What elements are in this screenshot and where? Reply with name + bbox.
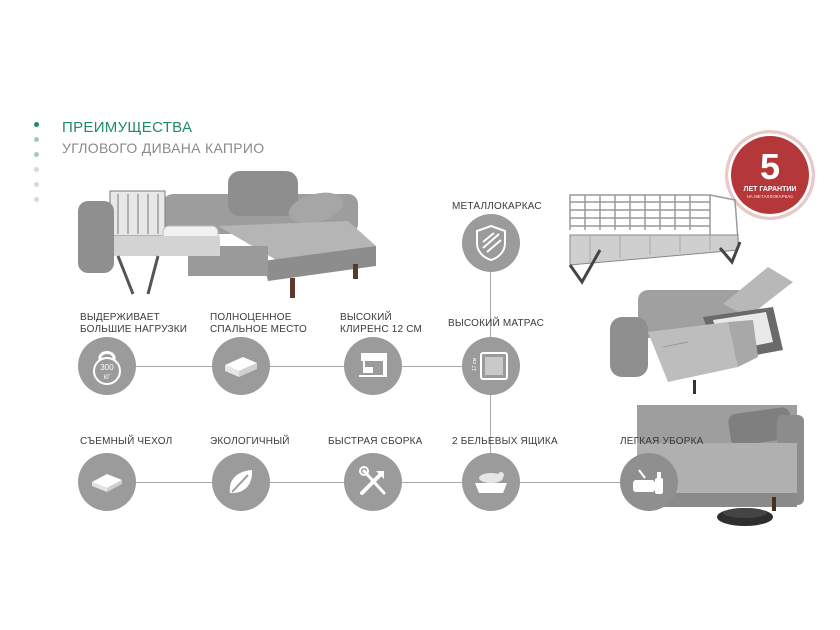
connector-line <box>136 366 216 367</box>
feature-label-line: ПОЛНОЦЕННОЕ <box>210 312 292 323</box>
connector-line <box>136 482 216 483</box>
warranty-badge: 5 ЛЕТ ГАРАНТИИ НА МЕТАЛЛОКАРКАС <box>725 130 815 220</box>
feature-label-line: ВЫСОКИЙ <box>340 312 392 323</box>
feature-eco <box>212 453 270 511</box>
connector-line <box>520 482 620 483</box>
connector-line <box>490 394 491 456</box>
warranty-label: ЛЕТ ГАРАНТИИ <box>743 186 797 193</box>
slide-dot[interactable] <box>34 122 39 127</box>
feature-cover <box>78 453 136 511</box>
connector-line <box>402 482 472 483</box>
mattress-icon: 17 см <box>472 352 508 380</box>
sofa-storage-image <box>610 267 793 394</box>
connector-line <box>270 366 344 367</box>
feature-mattress: 17 см <box>462 337 520 395</box>
feature-label-assembly: БЫСТРАЯ СБОРКА <box>328 436 423 447</box>
feature-label-cover: СЪЕМНЫЙ ЧЕХОЛ <box>80 436 173 447</box>
feature-load: 300 КГ <box>78 337 136 395</box>
slide-dot[interactable] <box>34 167 39 172</box>
page-subtitle: УГЛОВОГО ДИВАНА КАПРИО <box>62 140 265 156</box>
metal-frame-image <box>568 194 742 285</box>
cleaning-icon <box>633 469 663 494</box>
feature-label-metal-frame: МЕТАЛЛОКАРКАС <box>452 201 542 212</box>
feature-label-cleaning: ЛЕГКАЯ УБОРКА <box>620 436 704 447</box>
fabric-icon <box>92 474 122 492</box>
connector-line <box>490 265 491 337</box>
feature-label-load: ВЫДЕРЖИВАЕТ БОЛЬШИЕ НАГРУЗКИ <box>80 312 187 336</box>
shield-icon <box>476 224 506 262</box>
sofa-hero-image <box>78 171 376 298</box>
clearance-icon <box>359 353 387 377</box>
feature-label-clearance: ВЫСОКИЙ КЛИРЕНС 12 СМ <box>340 312 422 336</box>
feature-cleaning <box>620 453 678 511</box>
feature-label-eco: ЭКОЛОГИЧНЫЙ <box>210 436 290 447</box>
feature-label-line: ВЫДЕРЖИВАЕТ <box>80 312 160 323</box>
leaf-icon <box>229 470 253 494</box>
drawer-icon <box>475 472 507 493</box>
connector-line <box>402 366 472 367</box>
slide-dot[interactable] <box>34 137 39 142</box>
slide-dot[interactable] <box>34 152 39 157</box>
feature-sleep <box>212 337 270 395</box>
kettlebell-weight: 300 <box>100 363 114 372</box>
feature-metal-frame <box>462 214 520 272</box>
connector-line <box>270 482 344 483</box>
mattress-height: 17 см <box>472 358 478 371</box>
feature-label-drawers: 2 БЕЛЬЕВЫХ ЯЩИКА <box>452 436 558 447</box>
tools-icon <box>359 466 386 495</box>
page-title: ПРЕИМУЩЕСТВА <box>62 119 193 136</box>
slide-dots <box>34 122 42 212</box>
feature-label-line: БОЛЬШИЕ НАГРУЗКИ <box>80 324 188 335</box>
warranty-years: 5 <box>759 146 781 187</box>
feature-label-line: КЛИРЕНС 12 СМ <box>340 324 423 335</box>
kettlebell-unit: КГ <box>104 375 111 381</box>
slide-dot[interactable] <box>34 182 39 187</box>
feature-label-line: СПАЛЬНОЕ МЕСТО <box>210 324 307 335</box>
feature-label-sleep: ПОЛНОЦЕННОЕ СПАЛЬНОЕ МЕСТО <box>210 312 307 336</box>
feature-label-mattress: ВЫСОКИЙ МАТРАС <box>448 318 545 329</box>
feature-assembly <box>344 453 402 511</box>
feature-drawers <box>462 453 520 511</box>
kettlebell-icon: 300 КГ <box>93 351 121 385</box>
warranty-sublabel: НА МЕТАЛЛОКАРКАС <box>746 194 794 199</box>
bed-icon <box>225 357 257 377</box>
feature-clearance <box>344 337 402 395</box>
slide-dot[interactable] <box>34 197 39 202</box>
